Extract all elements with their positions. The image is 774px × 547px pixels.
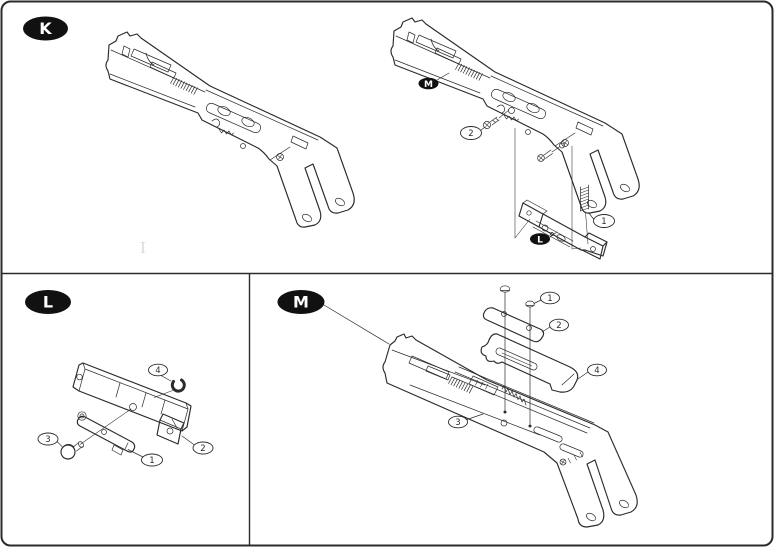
leader-line	[436, 72, 450, 81]
inset-label-l-badge: L	[530, 231, 558, 245]
callout-1-bubble: 1	[127, 449, 163, 467]
callout-1-bubble: 1	[533, 291, 560, 305]
panel-l: L	[25, 290, 214, 467]
projection-line-left	[514, 127, 531, 239]
callout-3-bubble: 3	[37, 432, 63, 447]
leader-line	[57, 441, 63, 447]
figure-k-assembled-body	[105, 31, 355, 228]
leader-line	[153, 389, 175, 398]
spring	[580, 184, 589, 245]
latch-bar-part	[72, 362, 192, 432]
pin-left	[499, 285, 511, 414]
callout-4-bubble: 4	[148, 363, 172, 382]
pin-right	[525, 300, 535, 428]
callout-2-bubble: 2	[181, 435, 214, 455]
leader-line	[549, 231, 558, 238]
callout-oval	[587, 363, 607, 377]
watermark-text: I	[140, 239, 146, 257]
panel-m-label: M	[293, 293, 309, 312]
inset-label-m: M	[424, 80, 433, 90]
leader-line	[533, 299, 542, 304]
callout-number: 2	[200, 444, 205, 454]
leader-line	[160, 375, 172, 382]
callout-oval	[141, 453, 163, 467]
body-open-channel-part	[382, 333, 638, 528]
thumb-screw-part	[60, 441, 84, 460]
inset-label-l: L	[537, 235, 543, 245]
callout-3-bubble: 3	[448, 413, 484, 429]
leader-line	[551, 146, 561, 153]
callout-1-bubble: 1	[588, 212, 615, 228]
callout-oval	[549, 318, 569, 332]
cover-plate-part	[480, 333, 579, 393]
latch-subassembly	[518, 199, 608, 260]
figure-k-exploded: M 2	[390, 17, 640, 260]
callout-oval	[460, 126, 482, 140]
leader-line	[323, 304, 390, 345]
badge-oval	[530, 233, 550, 245]
leader-line	[480, 127, 485, 131]
panel-l-label-badge: L	[25, 290, 71, 314]
callout-number: 4	[155, 366, 160, 376]
callout-number: 4	[594, 366, 599, 376]
leader-line	[127, 449, 144, 458]
badge-oval	[277, 290, 325, 314]
panel-k-label: K	[39, 19, 52, 38]
leader-line	[588, 212, 594, 220]
panel-k: K I M	[23, 16, 640, 260]
panel-l-label: L	[43, 293, 53, 312]
leader-line	[498, 109, 510, 119]
leader-line	[577, 371, 589, 380]
e-clip-part	[153, 378, 186, 398]
leader-line	[541, 326, 551, 333]
callout-oval	[540, 291, 560, 305]
projection-line-right	[571, 145, 582, 250]
leader-line	[181, 435, 195, 446]
callout-4-bubble: 4	[577, 363, 607, 380]
panel-m-label-badge: M	[277, 290, 390, 345]
assembly-axis-line	[79, 408, 132, 445]
latch-block-part	[156, 413, 185, 445]
panel-k-label-badge: K	[23, 16, 68, 41]
badge-oval	[25, 290, 71, 314]
inset-label-m-badge: M	[418, 72, 450, 90]
leader-line	[466, 413, 484, 420]
callout-oval	[37, 432, 59, 446]
top-plate-part	[482, 307, 545, 343]
callout-oval	[192, 441, 214, 455]
callout-oval	[148, 363, 168, 377]
projection-line	[585, 211, 589, 245]
badge-oval	[418, 77, 439, 90]
callout-number: 3	[455, 418, 460, 428]
callout-number: 1	[547, 294, 552, 304]
callout-oval	[593, 214, 615, 228]
callout-number: 1	[149, 456, 154, 466]
callout-2-bubble: 2	[460, 126, 485, 140]
panel-m: M	[277, 285, 638, 528]
badge-oval	[23, 16, 68, 41]
callout-number: 3	[45, 435, 50, 445]
callout-number: 1	[601, 217, 606, 227]
callout-2-bubble: 2	[541, 318, 569, 333]
screw-lower	[537, 142, 565, 162]
screw-upper	[483, 107, 515, 129]
callout-oval	[448, 415, 468, 429]
callout-number: 2	[556, 321, 561, 331]
latch-plate-part	[76, 411, 136, 456]
callout-number: 2	[468, 129, 473, 139]
